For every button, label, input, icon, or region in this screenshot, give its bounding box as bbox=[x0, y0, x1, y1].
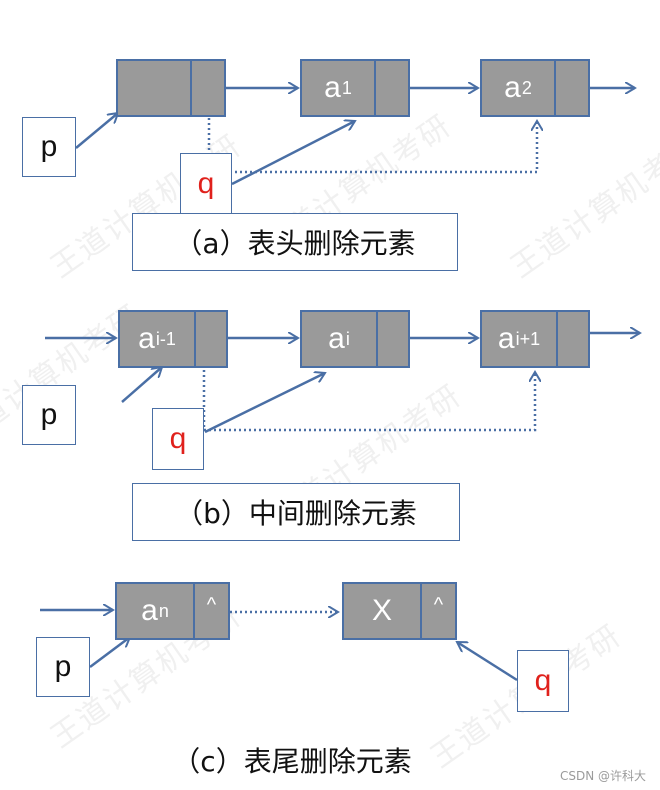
caption-a: （a）表头删除元素 bbox=[132, 213, 458, 271]
pointer-p-label: p bbox=[36, 637, 90, 697]
node-ai-pointer-field bbox=[378, 310, 410, 368]
pointer-p-label: p bbox=[22, 117, 76, 177]
node-x-null-pointer: ^ bbox=[422, 582, 457, 640]
node-an-null-pointer: ^ bbox=[195, 582, 230, 640]
source-credit: CSDN @许科大 bbox=[559, 769, 646, 783]
head-node-data-texture bbox=[116, 59, 192, 117]
node-a2-pointer-field bbox=[556, 59, 590, 117]
dotted-bypass-b bbox=[202, 370, 535, 432]
caption-b: （b）中间删除元素 bbox=[132, 483, 460, 541]
pointer-q-label: q bbox=[152, 408, 204, 470]
arrow-p-to-an bbox=[89, 637, 130, 668]
dotted-bypass-a bbox=[207, 118, 537, 174]
node-ai-1-pointer-field bbox=[196, 310, 228, 368]
node-x-data: X bbox=[342, 582, 422, 640]
arrow-p-to-head bbox=[75, 113, 118, 149]
arrow-p-to-ai-1 bbox=[121, 367, 162, 403]
head-node-pointer-field bbox=[192, 59, 226, 117]
pointer-p-label: p bbox=[22, 385, 76, 445]
node-ai+1-pointer-field bbox=[558, 310, 590, 368]
pointer-q-label: q bbox=[180, 153, 232, 215]
head-node bbox=[116, 59, 226, 117]
node-removed-x: X ^ bbox=[342, 582, 457, 640]
arrow-q-to-a1 bbox=[231, 121, 355, 186]
pointer-q-label: q bbox=[517, 650, 569, 712]
node-a1-pointer-field bbox=[376, 59, 410, 117]
arrow-q-to-x bbox=[457, 640, 518, 682]
caption-c: （c）表尾删除元素 bbox=[172, 745, 412, 778]
arrow-q-to-ai bbox=[204, 373, 325, 434]
